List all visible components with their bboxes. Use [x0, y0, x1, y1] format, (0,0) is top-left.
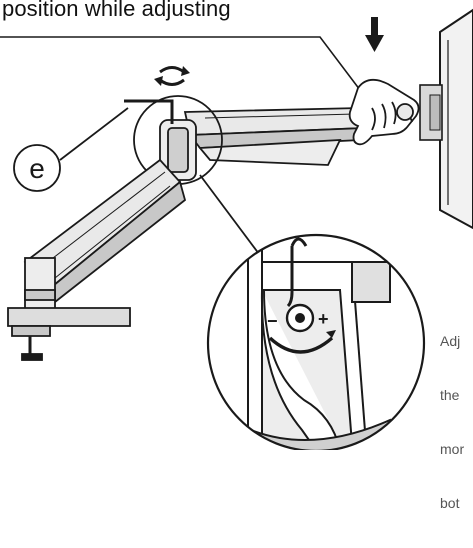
callout-letter: e: [29, 153, 45, 184]
monitor: [419, 8, 473, 230]
side-note-line: the: [440, 387, 460, 403]
heading-leader-line: [0, 36, 361, 91]
adjust-increase-sign: +: [318, 309, 329, 329]
hex-key-icon: [124, 99, 174, 124]
side-note-line: Adj: [440, 333, 461, 349]
down-arrow-icon: [365, 17, 384, 52]
detail-magnified-view: − +: [206, 233, 426, 450]
side-note: Adj the mor bot: [440, 296, 473, 548]
detail-leader-line: [199, 174, 263, 259]
side-note-line: mor: [440, 441, 465, 457]
adjustment-screw-icon: [268, 303, 336, 354]
rotate-arrows-icon: [154, 66, 190, 86]
elbow-joint: [159, 119, 197, 181]
hand: [348, 78, 420, 146]
side-note-line: bot: [440, 495, 460, 511]
lower-arm: [23, 158, 187, 304]
upper-arm: [183, 107, 367, 166]
instruction-heading: position while adjusting: [2, 0, 231, 21]
assembly-diagram: position while adjusting: [0, 0, 473, 511]
desk-clamp: [7, 257, 131, 361]
adjust-decrease-sign: −: [267, 311, 278, 331]
monitor-arm-illustration: − + e: [0, 8, 473, 450]
callout-e: [13, 107, 129, 192]
